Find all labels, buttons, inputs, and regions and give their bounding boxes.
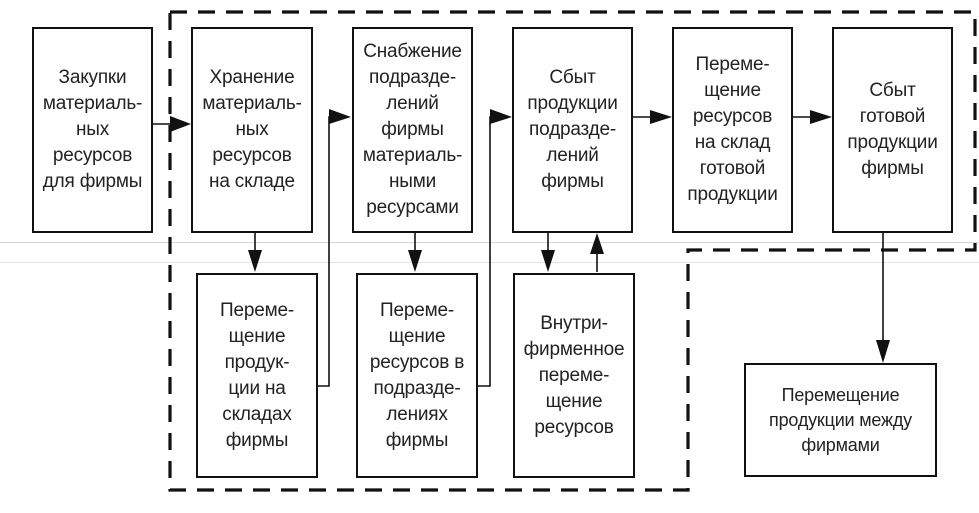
box-label: Переме- щение продук- ции на складах фир… [220,299,294,451]
box-label: Снабжение подразде- лений фирмы материал… [362,41,463,218]
box-purchasing-material-resources: Закупки материаль- ных ресурсов для фирм… [32,27,153,233]
box-label: Сбыт готовой продукции фирмы [847,80,938,179]
box-label: Переме- щение ресурсов в подразде- ления… [369,299,465,451]
box-move-products-between-firms: Перемещение продукции между фирмами [744,363,937,477]
arrowhead-b4-b9 [541,250,555,272]
arrowhead-b1-b2 [170,116,191,132]
arrowhead-b5-b6 [810,110,832,124]
arrowhead-b4-b5 [650,110,672,124]
box-intra-firm-movement: Внутри- фирменное переме- щение ресурсов [513,273,635,478]
box-supply-subdivisions: Снабжение подразде- лений фирмы материал… [352,27,473,233]
arrowhead-b2-b7 [248,250,262,272]
arrowhead-b6-b10 [876,340,890,363]
arrowhead-b9-b4 [590,233,604,254]
arrowhead-b8-b4 [490,109,512,124]
dashed-group-outline [168,10,977,492]
arrowhead-b3-b8 [408,250,422,272]
box-move-to-finished-goods-warehouse: Переме- щение ресурсов на склад готовой … [672,27,793,233]
box-label: Сбыт продукции подразде- лений фирмы [527,67,618,192]
box-sales-subdivisions: Сбыт продукции подразде- лений фирмы [512,27,633,233]
box-label: Перемещение продукции между фирмами [769,384,912,455]
box-label: Закупки материаль- ных ресурсов для фирм… [42,67,143,192]
box-sales-finished-products: Сбыт готовой продукции фирмы [832,27,953,233]
edge-b7-b3 [317,116,338,387]
arrowhead-b7-b3 [329,109,351,124]
box-move-products-warehouses: Переме- щение продук- ции на складах фир… [196,273,318,478]
box-move-resources-subdivisions: Переме- щение ресурсов в подразде- ления… [356,273,478,478]
box-label: Хранение материаль- ных ресурсов на скла… [202,67,302,192]
edge-b8-b4 [477,116,498,387]
box-storage-material-resources: Хранение материаль- ных ресурсов на скла… [191,27,313,233]
box-label: Внутри- фирменное переме- щение ресурсов [523,312,625,438]
box-label: Переме- щение ресурсов на склад готовой … [687,54,778,205]
